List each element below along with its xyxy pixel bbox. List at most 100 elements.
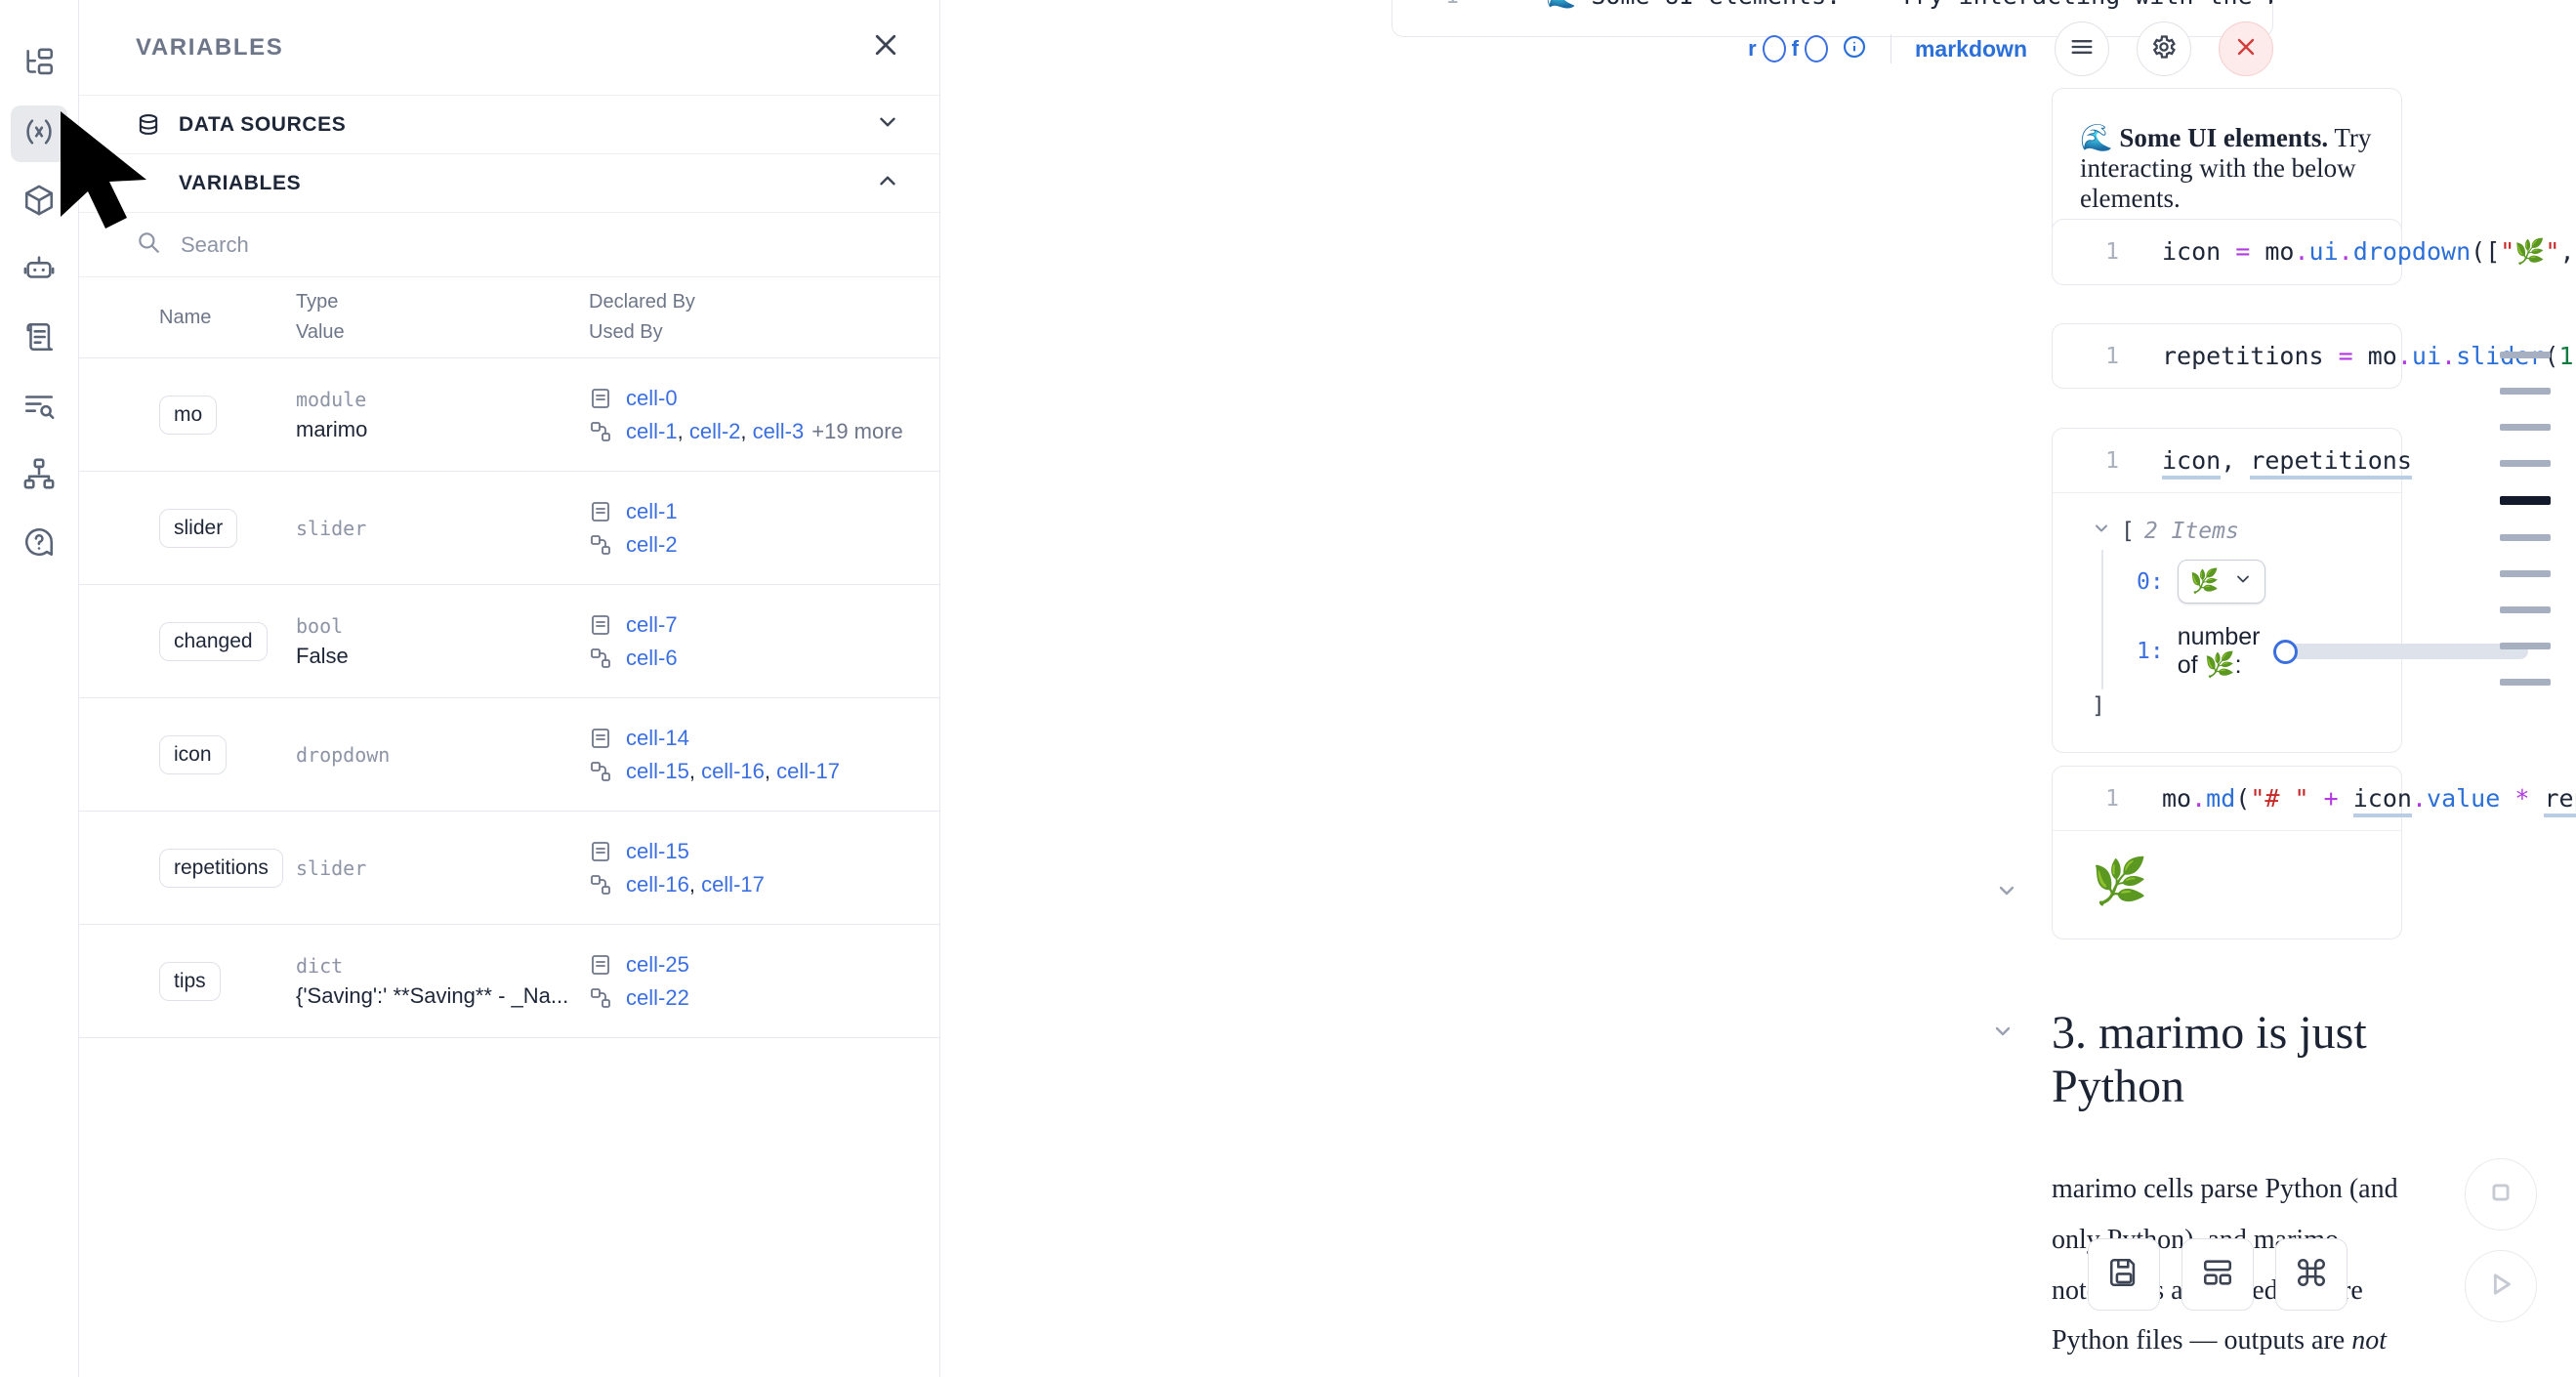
cell-link[interactable]: cell-2: [688, 418, 741, 443]
bottom-toolbar: [2088, 1238, 2347, 1311]
minimap-bar[interactable]: [2500, 496, 2551, 505]
chevron-up-icon[interactable]: [875, 168, 900, 198]
sidebar-item-dependency-graph[interactable]: [11, 447, 67, 504]
minimap-bar[interactable]: [2500, 643, 2551, 649]
cell-icon-dropdown[interactable]: 1 icon = mo.ui.dropdown(["🌿", "🌊", "✨"],…: [2052, 219, 2575, 285]
sidebar-item-file-explorer[interactable]: [11, 37, 67, 94]
variable-name-chip: slider: [159, 508, 238, 548]
cell-link[interactable]: cell-1: [626, 498, 678, 523]
slider-label: number of 🌿:: [2177, 623, 2261, 679]
slider-knob[interactable]: [2273, 639, 2299, 664]
cell-link[interactable]: cell-17: [701, 871, 765, 897]
cell-link[interactable]: cell-22: [626, 984, 689, 1010]
cell-icon-repetitions-output[interactable]: 1 icon, repetitions [ 2 Items 0:: [2052, 428, 2529, 753]
sidebar-item-variables[interactable]: [11, 105, 67, 162]
cell-link[interactable]: cell-2: [626, 531, 678, 557]
variable-value: {'Saving':' **Saving** - _Na...: [296, 982, 569, 1008]
refs-indicator[interactable]: r f: [1748, 35, 1828, 63]
cell-link[interactable]: cell-0: [626, 385, 678, 410]
section-variables-label: VARIABLES: [179, 171, 302, 194]
index-key: 1:: [2137, 639, 2164, 664]
minimap-bar[interactable]: [2500, 570, 2551, 577]
sidebar-item-help[interactable]: [11, 516, 67, 572]
cell-link[interactable]: cell-6: [626, 645, 678, 670]
column-header-used-by: Used By: [589, 321, 663, 343]
sidebar-item-scratchpad[interactable]: [11, 311, 67, 367]
chevron-down-icon[interactable]: [875, 109, 900, 140]
cell-link[interactable]: cell-25: [626, 951, 689, 977]
layout-button[interactable]: [2181, 1238, 2254, 1311]
info-icon[interactable]: [1842, 34, 1867, 64]
cell-repetitions-slider[interactable]: 1 repetitions = mo.ui.slider(1, 16, labe…: [2052, 323, 2576, 389]
search-input[interactable]: [181, 231, 900, 258]
notebook-minimap[interactable]: [2500, 352, 2551, 686]
language-badge[interactable]: markdown: [1914, 35, 2027, 62]
file-tree-icon: [22, 47, 56, 85]
repetitions-slider[interactable]: [2273, 639, 2529, 664]
minimap-bar[interactable]: [2500, 606, 2551, 613]
minimap-bar[interactable]: [2500, 460, 2551, 467]
robot-icon: [22, 252, 56, 290]
minimap-bar[interactable]: [2500, 424, 2551, 431]
icon-dropdown[interactable]: 🌿: [2177, 560, 2265, 604]
cell-menu-button[interactable]: [2055, 21, 2109, 76]
minimap-bar[interactable]: [2500, 534, 2551, 541]
variable-name-chip: mo: [159, 395, 218, 435]
items-count-label: 2 Items: [2143, 519, 2239, 544]
variable-type: module: [296, 387, 367, 411]
slider-track[interactable]: [2290, 644, 2529, 659]
cell-link[interactable]: cell-16: [701, 758, 765, 783]
cell-link[interactable]: cell-17: [776, 758, 840, 783]
variables-table-header: Name Type Value Declared By Used By: [79, 277, 939, 358]
cell-link[interactable]: cell-15: [626, 838, 689, 863]
used-by-row: cell-1, cell-2, cell-3+19 more: [589, 419, 920, 444]
close-panel-button[interactable]: [871, 30, 900, 64]
close-icon: [871, 30, 900, 64]
line-number: 1: [2105, 343, 2119, 369]
sidebar-item-packages[interactable]: [11, 174, 67, 230]
save-button[interactable]: [2088, 1238, 2160, 1311]
run-button[interactable]: [2465, 1250, 2537, 1322]
cell-md-output[interactable]: 1 mo.md("# " + icon.value * repetitions.…: [2052, 766, 2576, 939]
sidebar-item-assistant[interactable]: [11, 242, 67, 299]
cell-output: [ 2 Items 0: 🌿 1:: [2053, 493, 2529, 752]
chevron-down-icon[interactable]: [2092, 519, 2111, 544]
cell-link[interactable]: cell-15: [626, 758, 689, 783]
page-title: 3. marimo is just Python: [2052, 1007, 2367, 1112]
interrupt-button[interactable]: [2465, 1158, 2537, 1231]
line-number: 1: [2105, 785, 2119, 812]
minimap-bar[interactable]: [2500, 679, 2551, 686]
cell-link[interactable]: cell-16: [626, 871, 689, 897]
herb-emoji-output: 🌿: [2092, 855, 2148, 906]
command-palette-button[interactable]: [2275, 1238, 2347, 1311]
activity-rail: [0, 0, 79, 1377]
command-palette-icon: [2295, 1256, 2328, 1294]
cell-link[interactable]: cell-3: [752, 418, 805, 443]
cell-link[interactable]: cell-14: [626, 725, 689, 750]
collapse-section-button[interactable]: [1991, 1020, 2015, 1048]
cell-link[interactable]: cell-1: [626, 418, 678, 443]
sidebar-item-logs[interactable]: [11, 379, 67, 436]
used-by-row: cell-6: [589, 646, 920, 671]
section-variables[interactable]: VARIABLES: [79, 154, 939, 213]
variables-panel-header: VARIABLES: [79, 0, 939, 96]
minimap-bar[interactable]: [2500, 388, 2551, 395]
collapse-cell-md-button[interactable]: [1995, 879, 2018, 907]
output-tree-root[interactable]: [ 2 Items: [2092, 519, 2362, 544]
cell-settings-button[interactable]: [2137, 21, 2191, 76]
section-data-sources[interactable]: DATA SOURCES: [79, 96, 939, 154]
cell-delete-button[interactable]: [2219, 21, 2273, 76]
cell-markdown-source[interactable]: 1 """🌊 Some UI elements.""" Try interact…: [1392, 0, 2273, 37]
used-by-row: cell-2: [589, 532, 920, 558]
variable-type: dict: [296, 953, 344, 978]
wave-emoji-icon: 🌊: [2080, 123, 2113, 152]
chevron-down-icon: [2233, 569, 2253, 594]
minimap-bar[interactable]: [2500, 352, 2551, 358]
cell-link[interactable]: cell-7: [626, 611, 678, 637]
